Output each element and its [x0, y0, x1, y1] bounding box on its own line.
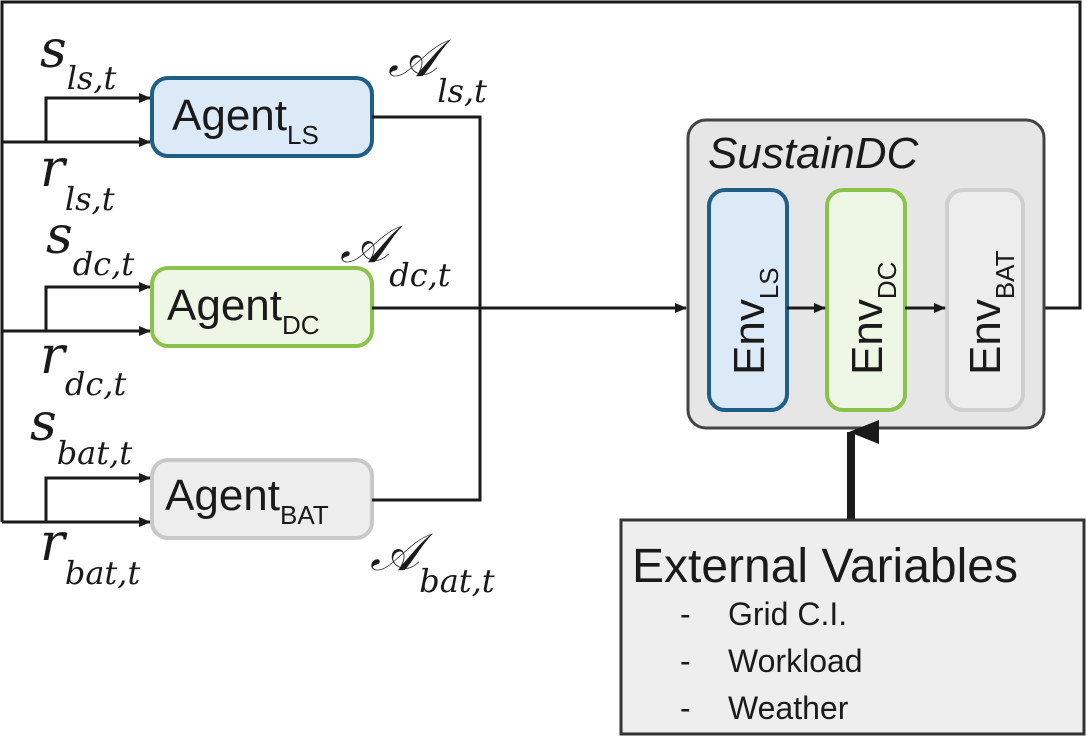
- external-item-workload: Workload: [728, 643, 863, 679]
- svg-text:sbat,t: sbat,t: [30, 393, 132, 472]
- svg-text:rls,t: rls,t: [40, 139, 115, 218]
- action-dc-sub: dc,t: [389, 256, 451, 294]
- agent-ls-label: Agent: [172, 91, 287, 140]
- reward-dc-sub: dc,t: [65, 365, 127, 403]
- svg-text:EnvBAT: EnvBAT: [961, 250, 1020, 375]
- env-ls-label: Env: [725, 299, 774, 375]
- action-bat-sub: bat,t: [419, 562, 495, 600]
- reward-ls-sub: ls,t: [65, 180, 115, 218]
- env-dc-label: Env: [843, 299, 892, 375]
- svg-text:EnvLS: EnvLS: [725, 267, 784, 375]
- env-dc-box: [825, 188, 907, 412]
- svg-text:AgentBAT: AgentBAT: [165, 471, 329, 530]
- feedback-loop-line: [0, 0, 1082, 522]
- external-item-weather: Weather: [728, 690, 849, 726]
- external-variables-group: External Variables - Grid C.I. - Workloa…: [619, 518, 1086, 736]
- state-arrow-bat: [44, 473, 151, 522]
- reward-dc-base: r: [40, 326, 68, 386]
- agent-dc-label: Agent: [167, 281, 282, 330]
- state-arrow-ls: [44, 93, 151, 142]
- agent-ls-sub: LS: [287, 120, 319, 150]
- svg-text:sls,t: sls,t: [40, 20, 117, 97]
- reward-ls-base: r: [40, 139, 68, 199]
- state-ls-sub: ls,t: [67, 59, 117, 97]
- env-bat-label: Env: [961, 299, 1010, 375]
- state-ls-base: s: [40, 20, 67, 80]
- reward-bat-base: r: [40, 513, 68, 573]
- agent-bat-label: Agent: [165, 471, 280, 520]
- state-bat-base: s: [30, 393, 57, 453]
- external-variables-box: [619, 518, 1086, 736]
- external-item-grid-ci: Grid C.I.: [728, 596, 847, 632]
- svg-text:sdc,t: sdc,t: [46, 206, 134, 283]
- action-ls-sub: ls,t: [437, 72, 487, 110]
- agent-bat-group: AgentBAT sbat,t rbat,t 𝒜bat,t: [2, 393, 495, 600]
- svg-text:𝒜bat,t: 𝒜bat,t: [370, 523, 495, 600]
- reward-bat-sub: bat,t: [65, 554, 141, 592]
- svg-text:EnvDC: EnvDC: [843, 262, 902, 375]
- action-bus-ls: [372, 115, 482, 308]
- env-ls-sub: LS: [754, 267, 784, 299]
- state-dc-base: s: [46, 206, 73, 266]
- action-bus-bat: [372, 308, 482, 502]
- svg-text:𝒜ls,t: 𝒜ls,t: [388, 29, 487, 110]
- external-bullet-2: -: [680, 643, 691, 679]
- sustaindc-title: SustainDC: [708, 129, 920, 178]
- external-bullet-1: -: [680, 596, 691, 632]
- agent-dc-sub: DC: [282, 310, 320, 340]
- state-dc-sub: dc,t: [73, 245, 135, 283]
- state-arrow-dc: [44, 282, 151, 331]
- sustaindc-group: SustainDC EnvLS EnvDC EnvBAT: [686, 118, 1046, 430]
- agent-ls-group: AgentLS sls,t rls,t 𝒜ls,t: [2, 20, 487, 218]
- external-variables-title: External Variables: [632, 540, 1018, 593]
- agent-bat-sub: BAT: [280, 500, 329, 530]
- svg-text:rbat,t: rbat,t: [40, 513, 140, 592]
- env-bat-sub: BAT: [990, 250, 1020, 299]
- external-bullet-3: -: [680, 690, 691, 726]
- svg-text:𝒜dc,t: 𝒜dc,t: [340, 215, 451, 294]
- svg-text:AgentLS: AgentLS: [172, 91, 319, 150]
- state-bat-sub: bat,t: [57, 434, 133, 472]
- agent-dc-group: AgentDC sdc,t rdc,t 𝒜dc,t: [2, 206, 451, 403]
- env-ls-box: [707, 188, 789, 412]
- svg-text:AgentDC: AgentDC: [167, 281, 320, 340]
- env-bat-box: [945, 188, 1025, 412]
- env-dc-sub: DC: [872, 262, 902, 300]
- svg-text:rdc,t: rdc,t: [40, 326, 126, 403]
